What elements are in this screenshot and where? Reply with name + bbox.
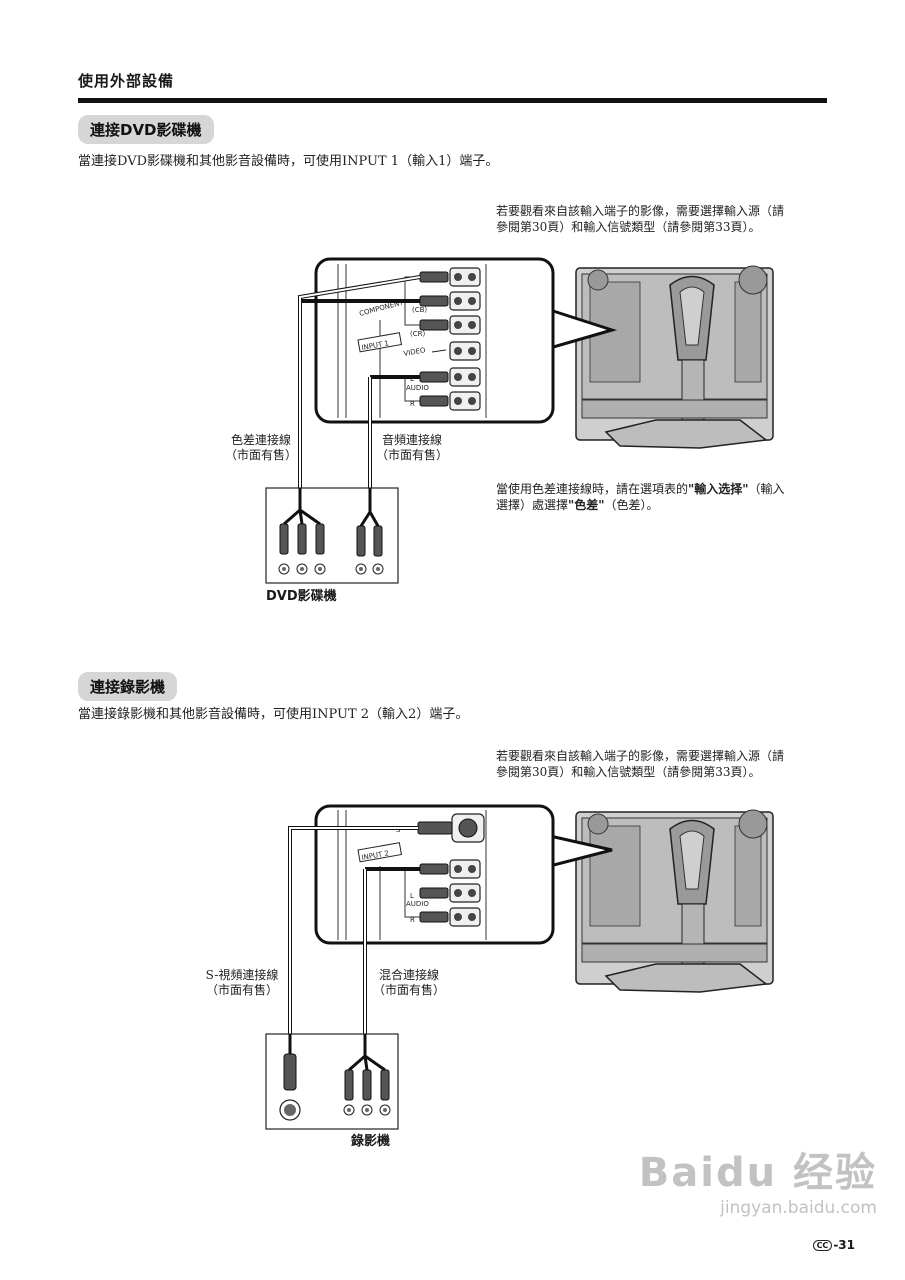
dvd-device-label: DVD影碟機 — [266, 589, 337, 604]
tv-rear-illustration-2 — [575, 809, 774, 993]
s-video-cable-caption: S-視頻連接線 （市面有售） — [205, 968, 279, 997]
audio2-label: AUDIO — [406, 900, 429, 908]
audio-cable-caption: 音頻連接線 （市面有售） — [375, 433, 448, 462]
section-heading-vcr: 連接錄影機 — [78, 672, 178, 701]
dvd-player-device — [265, 487, 399, 584]
note-component-setting: 當使用色差連接線時，請在選項表的"輸入选择"（輸入 選擇）處選擇"色差"（色差）… — [496, 482, 785, 512]
header-rule — [78, 98, 827, 103]
vcr-device — [265, 1033, 399, 1130]
note-input-select-dvd: 若要觀看來自該輸入端子的影像，需要選擇輸入源（請 參閱第30頁）和輸入信號類型（… — [496, 204, 785, 234]
section-intro-vcr: 當連接錄影機和其他影音設備時，可使用INPUT 2（輸入2）端子。 — [78, 707, 469, 722]
composite-cable-caption: 混合連接線 （市面有售） — [372, 968, 445, 997]
cc-icon: CC — [812, 1240, 833, 1251]
dvd-connection-diagram: COMPONENT (CB) (CR) INPUT 1 VIDEO AUDIO … — [265, 257, 774, 584]
baidu-watermark: Baidu 经验 jingyan.baidu.com — [639, 1140, 877, 1218]
watermark-main: Baidu 经验 — [638, 1150, 877, 1196]
cb-label: (CB) — [412, 306, 427, 314]
cr-label: (CR) — [410, 330, 425, 338]
vcr-device-label: 錄影機 — [351, 1134, 391, 1149]
audio2-l-label: L — [410, 892, 414, 900]
page-header-title: 使用外部設備 — [78, 72, 175, 90]
audio-label: AUDIO — [406, 384, 429, 392]
watermark-sub: jingyan.baidu.com — [720, 1198, 877, 1218]
vcr-connection-diagram: S INPUT 2 AUDIO L R — [265, 804, 774, 1130]
audio-r-label: R — [410, 400, 415, 408]
component-cable-caption: 色差連接線 （市面有售） — [224, 433, 297, 462]
section-heading-dvd: 連接DVD影碟機 — [78, 115, 214, 144]
section-intro-dvd: 當連接DVD影碟機和其他影音設備時，可使用INPUT 1（輸入1）端子。 — [78, 154, 499, 169]
note-input-select-vcr: 若要觀看來自該輸入端子的影像，需要選擇輸入源（請 參閱第30頁）和輸入信號類型（… — [496, 749, 785, 779]
tv-rear-illustration-1 — [575, 265, 774, 449]
audio2-r-label: R — [410, 916, 415, 924]
page-number: CC-31 — [812, 1238, 855, 1252]
video-label: VIDEO — [403, 346, 427, 358]
